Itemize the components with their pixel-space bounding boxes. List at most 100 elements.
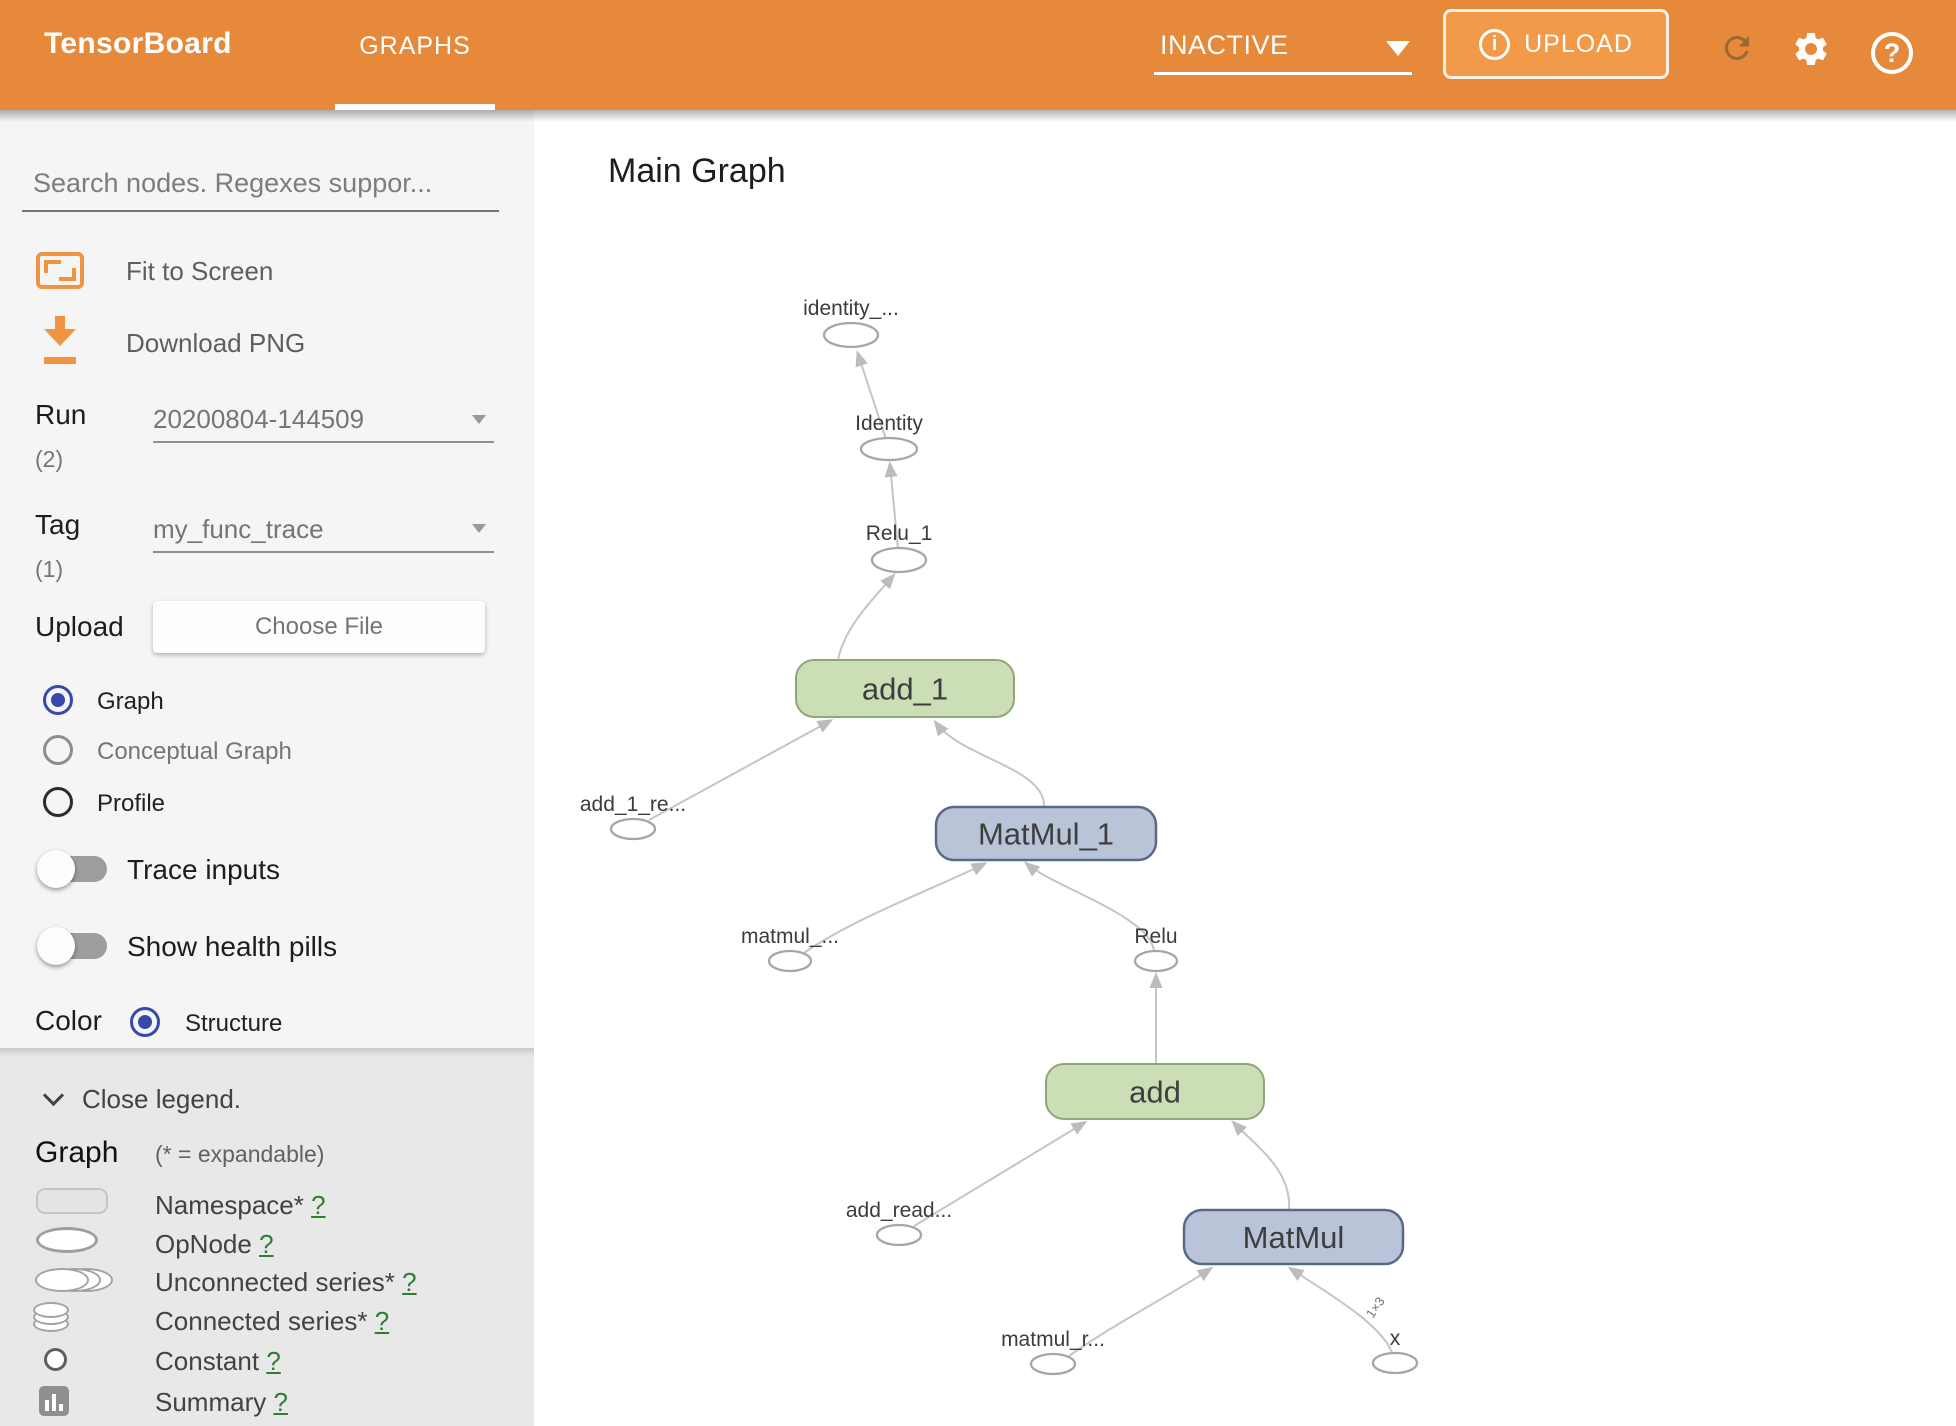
close-legend-button[interactable]: Close legend.	[82, 1084, 241, 1114]
svg-text:matmul_...: matmul_...	[741, 925, 839, 948]
namespace-help-link[interactable]: ?	[311, 1190, 326, 1220]
choose-file-button[interactable]: Choose File	[153, 601, 485, 653]
unconnected-series-icon	[35, 1268, 113, 1292]
summary-icon	[39, 1386, 69, 1416]
svg-text:Relu: Relu	[1134, 925, 1177, 948]
info-icon: i	[1479, 28, 1511, 60]
graph-edge	[1231, 1120, 1291, 1211]
fit-to-screen-button[interactable]: Fit to Screen	[126, 256, 274, 286]
trace-inputs-toggle[interactable]	[37, 848, 110, 890]
page-title: Main Graph	[608, 152, 786, 190]
svg-text:matmul_r...: matmul_r...	[1001, 1328, 1105, 1351]
namespace-icon	[36, 1188, 108, 1214]
run-count: (2)	[35, 446, 64, 472]
tab-graphs[interactable]: GRAPHS	[335, 0, 495, 110]
namespace-node-MatMul_1[interactable]: MatMul_1	[934, 805, 1158, 862]
app-header: TensorBoard GRAPHS INACTIVE i UPLOAD ?	[0, 0, 1956, 110]
connected-series-icon	[33, 1302, 69, 1332]
opnode-icon	[36, 1227, 98, 1253]
svg-text:add: add	[1129, 1075, 1181, 1110]
op-node-x[interactable]: x	[1371, 1327, 1419, 1375]
graph-edge	[1023, 861, 1155, 952]
svg-text:add_1_re...: add_1_re...	[580, 793, 686, 816]
search-input[interactable]	[22, 160, 499, 212]
graph-edge	[884, 461, 899, 550]
show-health-pills-label: Show health pills	[127, 931, 338, 962]
op-node-matmul_r...[interactable]: matmul_r...	[1001, 1328, 1105, 1376]
radio-color-structure-label[interactable]: Structure	[185, 1010, 283, 1037]
radio-graph-label[interactable]: Graph	[97, 688, 164, 715]
op-node-add_read...[interactable]: add_read...	[846, 1199, 952, 1247]
namespace-node-add_1[interactable]: add_1	[795, 659, 1015, 718]
radio-profile-label[interactable]: Profile	[97, 790, 166, 817]
upload-button[interactable]: i UPLOAD	[1443, 9, 1669, 79]
legend-expandable-note: (* = expandable)	[155, 1141, 325, 1167]
graph-edge	[1287, 1266, 1393, 1354]
constant-icon	[44, 1348, 67, 1371]
tab-graphs-label: GRAPHS	[359, 32, 471, 60]
legend-item-unconnected-series: Unconnected series* ?	[155, 1267, 417, 1297]
run-dropdown-caret-icon[interactable]	[472, 415, 486, 424]
gear-icon[interactable]	[1791, 29, 1831, 69]
tensorboard-logo: TensorBoard	[44, 27, 232, 60]
status-dropdown[interactable]: INACTIVE	[1154, 0, 1416, 110]
graph-edge	[648, 719, 834, 821]
radio-graph[interactable]	[43, 685, 73, 715]
svg-text:MatMul_1: MatMul_1	[978, 817, 1114, 852]
namespace-node-MatMul[interactable]: MatMul	[1182, 1208, 1405, 1266]
legend-item-namespace: Namespace* ?	[155, 1190, 326, 1220]
status-dropdown-underline	[1154, 72, 1412, 75]
svg-text:Identity: Identity	[855, 412, 923, 435]
op-node-Identity[interactable]: Identity	[855, 412, 923, 462]
namespace-node-add[interactable]: add	[1045, 1063, 1265, 1120]
legend-item-connected-series: Connected series* ?	[155, 1306, 390, 1336]
constant-help-link[interactable]: ?	[266, 1346, 281, 1376]
graph-edge	[933, 719, 1046, 808]
fit-to-screen-icon[interactable]	[36, 252, 84, 289]
radio-conceptual-graph-label[interactable]: Conceptual Graph	[97, 738, 292, 765]
svg-text:add_1: add_1	[862, 672, 948, 707]
edge-shape-label: 1×3	[1363, 1294, 1388, 1321]
connected-series-help-link[interactable]: ?	[374, 1306, 390, 1336]
op-node-add_1_re...[interactable]: add_1_re...	[580, 793, 686, 841]
run-label: Run	[35, 399, 87, 430]
run-dropdown[interactable]: 20200804-144509	[153, 404, 365, 434]
sidebar: Fit to Screen Download PNG Run (2) 20200…	[0, 110, 534, 1426]
run-dropdown-underline	[153, 441, 494, 443]
summary-help-link[interactable]: ?	[273, 1387, 288, 1417]
graph-edge	[1068, 1266, 1214, 1357]
refresh-icon[interactable]	[1719, 30, 1755, 66]
graph-edge	[855, 350, 887, 440]
color-label: Color	[35, 1005, 102, 1036]
help-icon[interactable]: ?	[1871, 32, 1913, 74]
chevron-down-icon	[1386, 41, 1410, 56]
svg-text:add_read...: add_read...	[846, 1199, 952, 1222]
download-icon[interactable]	[44, 316, 76, 364]
op-node-identity_...[interactable]: identity_...	[803, 297, 899, 349]
upload-button-label: UPLOAD	[1524, 29, 1633, 58]
unconnected-series-help-link[interactable]: ?	[402, 1267, 417, 1297]
graph-edge	[913, 1120, 1088, 1227]
radio-conceptual-graph[interactable]	[43, 735, 73, 765]
download-png-button[interactable]: Download PNG	[126, 328, 306, 358]
opnode-help-link[interactable]: ?	[259, 1229, 274, 1259]
svg-text:Relu_1: Relu_1	[866, 522, 933, 545]
radio-profile[interactable]	[43, 787, 73, 817]
legend-item-constant: Constant ?	[155, 1346, 281, 1376]
tag-label: Tag	[35, 509, 81, 540]
op-node-matmul_...[interactable]: matmul_...	[741, 925, 839, 973]
legend-heading: Graph	[35, 1136, 119, 1169]
legend-item-summary: Summary ?	[155, 1387, 288, 1417]
tag-count: (1)	[35, 556, 64, 582]
tag-dropdown[interactable]: my_func_trace	[153, 514, 324, 544]
svg-text:identity_...: identity_...	[803, 297, 899, 320]
op-node-Relu_1[interactable]: Relu_1	[866, 522, 933, 574]
show-health-pills-toggle[interactable]	[37, 925, 110, 967]
legend-item-opnode: OpNode ?	[155, 1229, 274, 1259]
tag-dropdown-caret-icon[interactable]	[472, 524, 486, 533]
radio-color-structure[interactable]	[130, 1007, 160, 1037]
svg-text:x: x	[1390, 1327, 1401, 1350]
op-node-Relu[interactable]: Relu	[1133, 925, 1179, 973]
